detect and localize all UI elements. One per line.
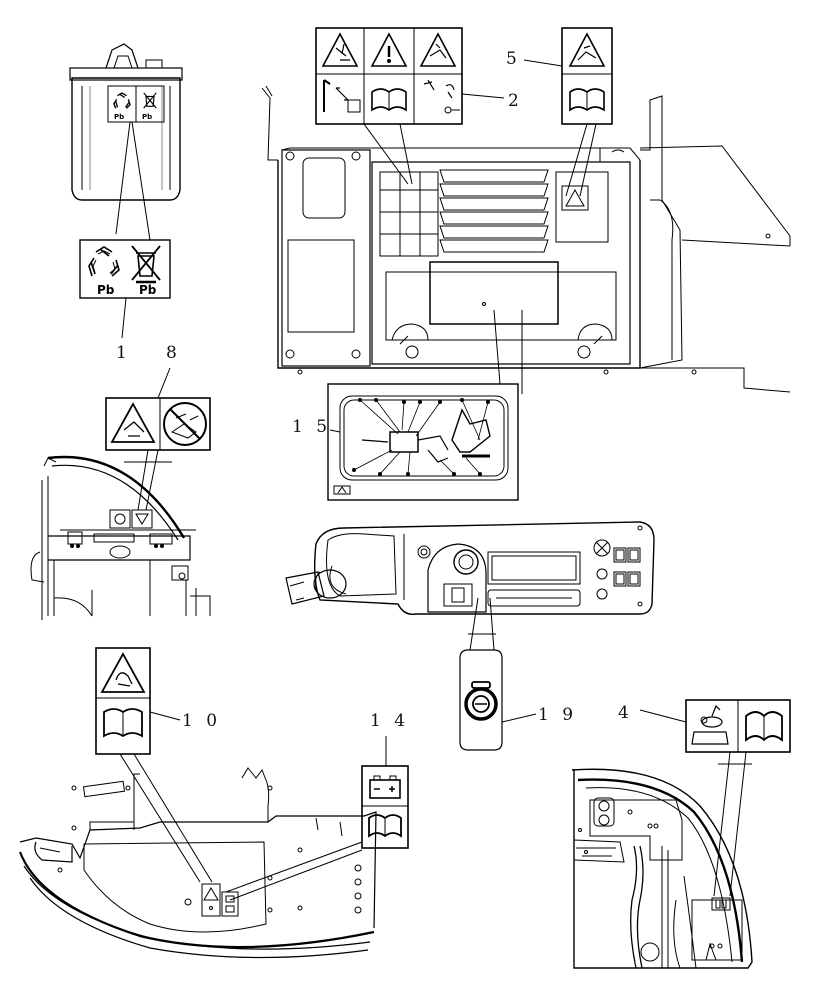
book-icon (745, 711, 783, 742)
prohibited-icon (163, 402, 207, 446)
pb-large-left: Pb (97, 283, 115, 297)
book-location-label (711, 897, 731, 911)
warning-triangle-icon (203, 887, 219, 901)
recycle-icon (88, 246, 120, 277)
warning-triangle-icon (321, 32, 359, 67)
small-recycle-label: Pb Pb (113, 92, 157, 121)
decal-15-location (429, 261, 559, 325)
small-triangle-label (561, 185, 589, 211)
callout-2: 2 (508, 91, 523, 111)
canopy-left-illustration (30, 455, 211, 620)
callout-10: 1 0 (182, 711, 221, 731)
decal-2-warning-panel (315, 27, 463, 125)
callout-14: 1 4 (370, 711, 409, 731)
warning-triangle-icon (419, 32, 457, 67)
callout-1: 1 (116, 343, 131, 363)
crossed-bin-icon (131, 245, 161, 284)
floor-plate-illustration (18, 767, 377, 959)
book-icon (368, 814, 402, 838)
callout-15: 1 5 (292, 417, 331, 437)
warning-triangle-icon (370, 32, 408, 67)
pb-large-right: Pb (139, 283, 157, 297)
recycle-icon (113, 92, 131, 109)
machine-diagram-content (333, 395, 509, 495)
decal-5-warning-panel (561, 27, 613, 125)
warning-triangle-icon (565, 188, 585, 207)
engine-start-icon (464, 681, 498, 721)
decal-1-recycle-panel (79, 239, 171, 299)
battery-icon (369, 775, 401, 799)
book-icon (371, 88, 407, 112)
cab-front-illustration (571, 768, 753, 969)
joystick-console (285, 521, 655, 615)
callout-5: 5 (506, 49, 521, 69)
book-icon (103, 708, 143, 738)
warning-triangle-icon (100, 652, 146, 693)
battery-illustration (69, 43, 183, 201)
book-icon (569, 88, 605, 112)
callout-8: 8 (166, 343, 181, 363)
warning-triangle-icon (568, 32, 606, 67)
decal-8-warning-panel (105, 397, 211, 451)
pb-small-left: Pb (114, 113, 124, 121)
cab-rear-panel (261, 85, 791, 393)
vent-louvres (439, 169, 549, 253)
pb-small-right: Pb (142, 113, 152, 121)
decal-10-warning-panel (95, 647, 151, 755)
callout-19: 1 9 (538, 705, 577, 725)
battery-location-label (221, 891, 239, 917)
decal-4-panel (685, 699, 791, 753)
warning-triangle-icon (110, 402, 156, 443)
crossed-bin-icon (143, 92, 157, 109)
decal-14-battery-panel (361, 765, 409, 849)
decal-15-machine-diagram (327, 383, 519, 501)
decal-19-engine-start (459, 649, 503, 751)
callout-4: 4 (618, 703, 633, 723)
